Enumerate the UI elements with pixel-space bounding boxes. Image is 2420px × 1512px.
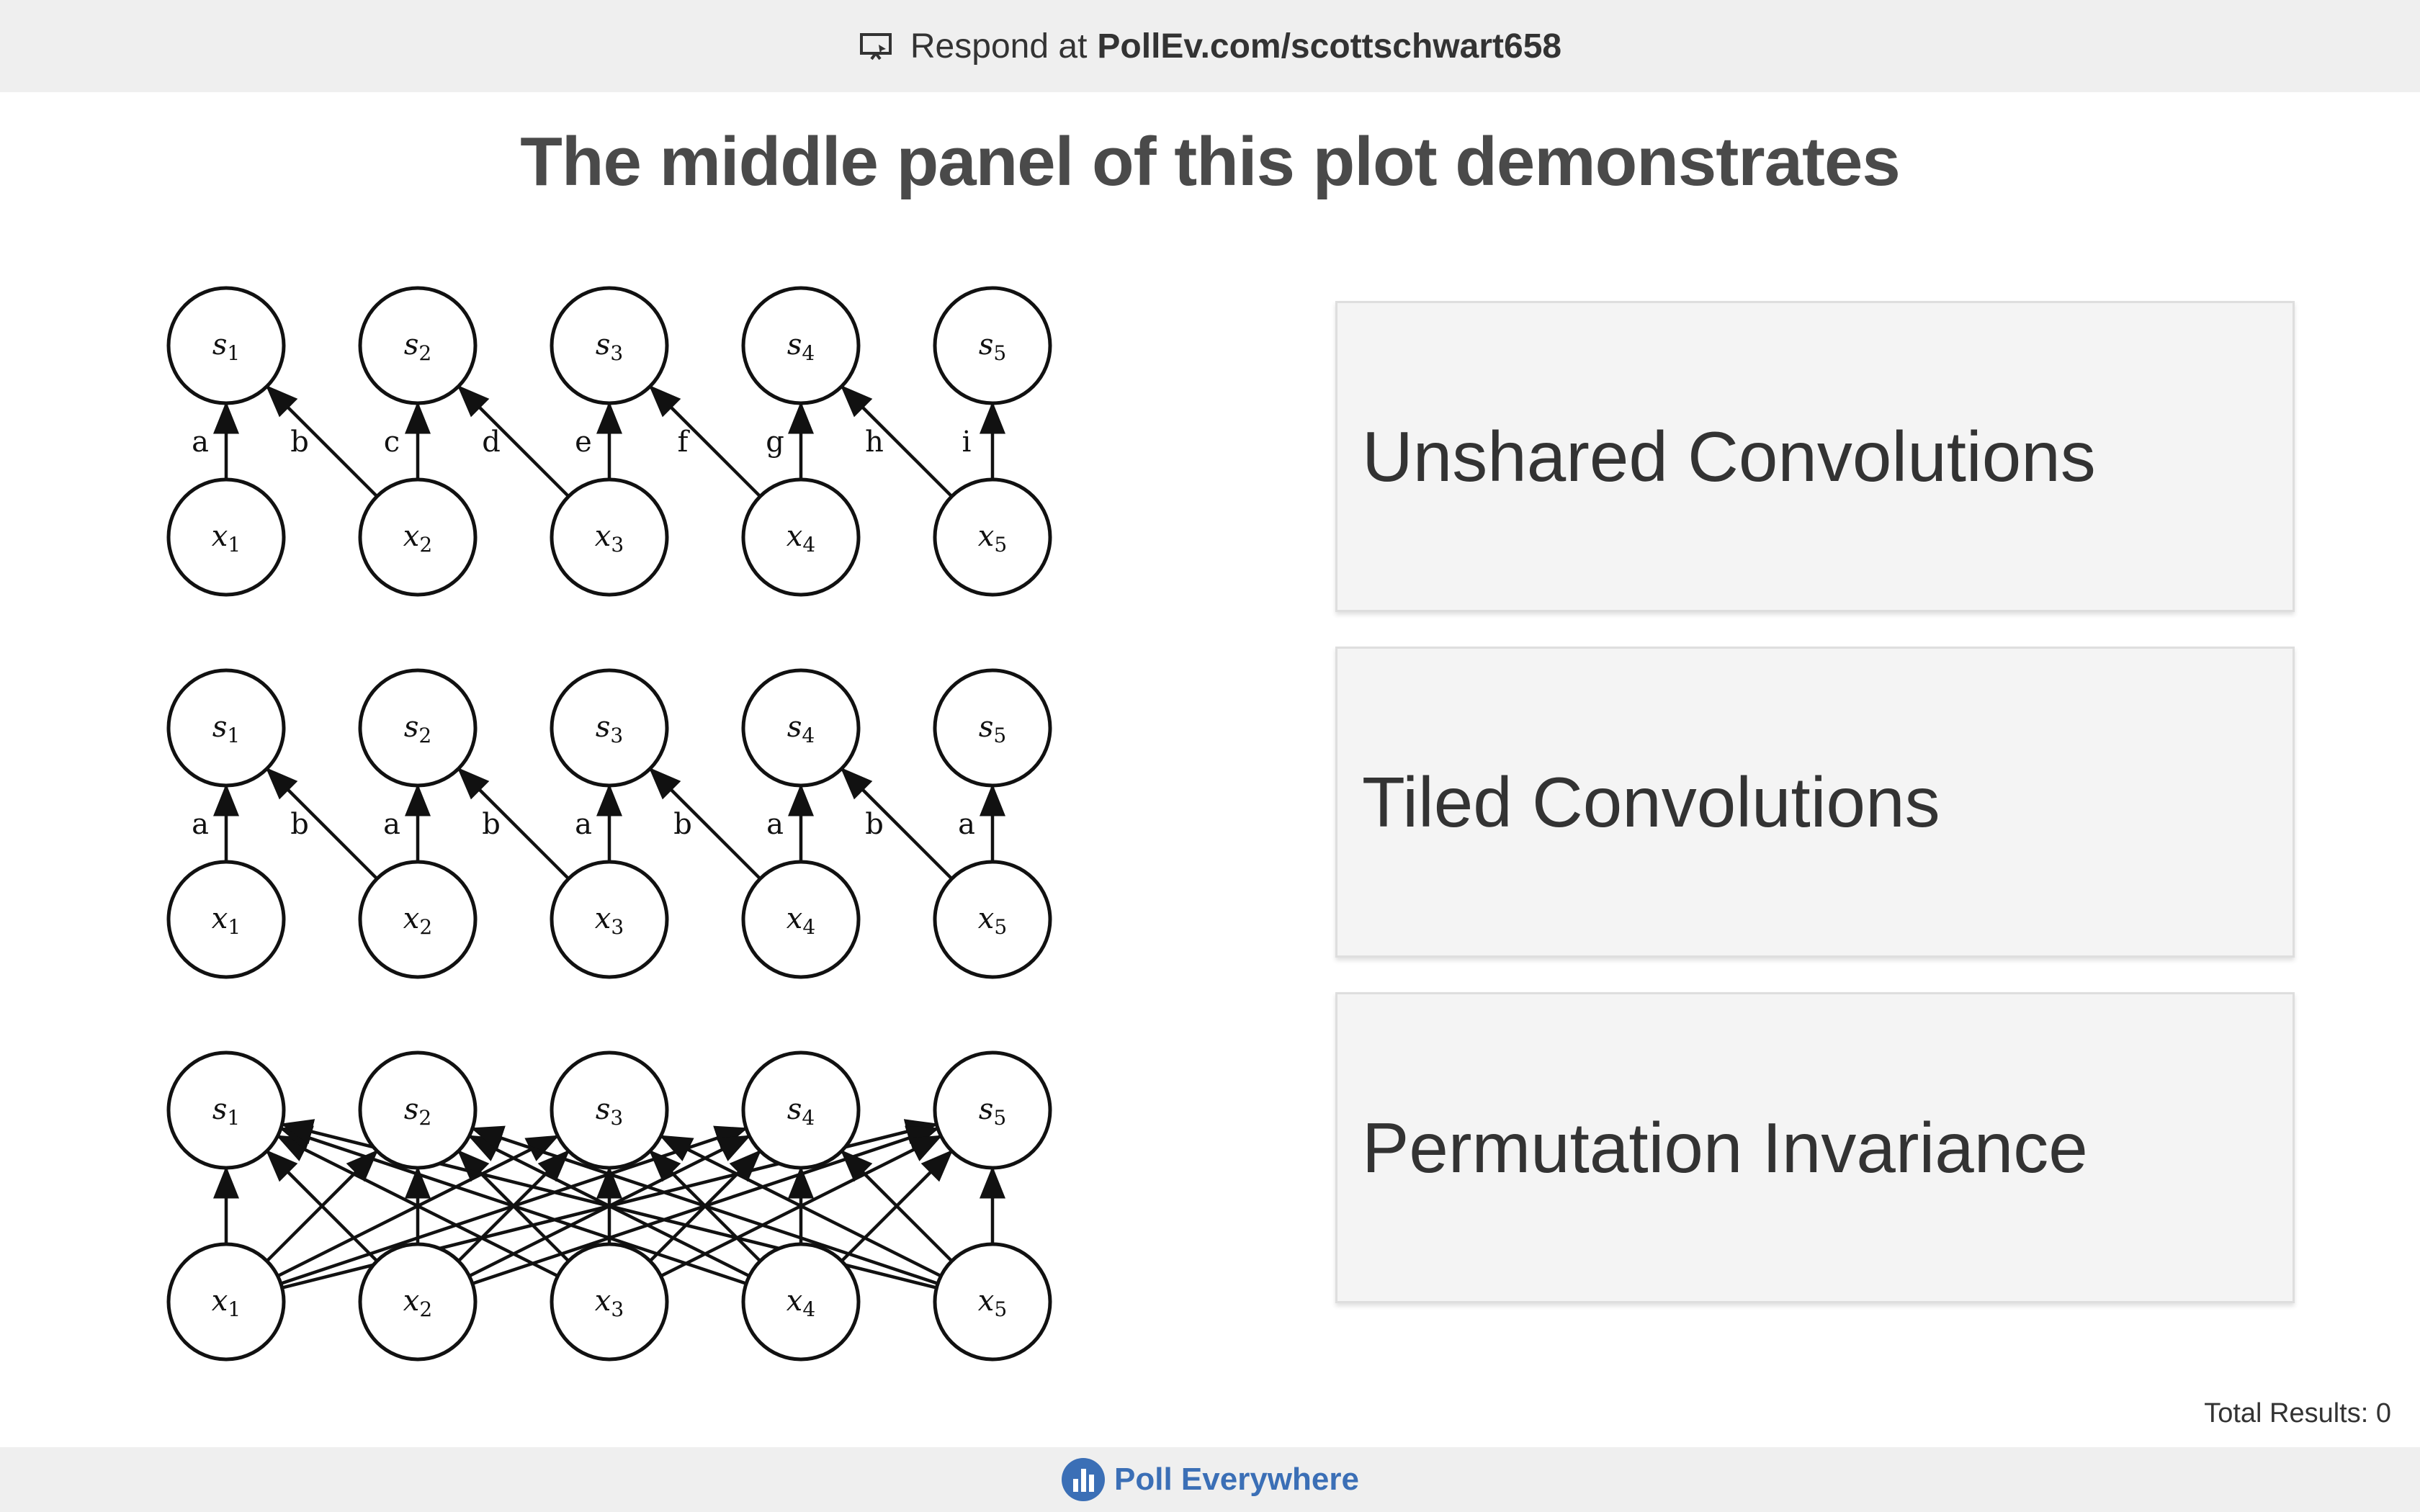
- edge-tiled-x3-s2: [457, 767, 570, 881]
- node-tiled-s2: [358, 668, 478, 788]
- edge-unshared-x2-s1: [265, 384, 379, 498]
- node-full-s4: [741, 1050, 861, 1170]
- node-unshared-s1: [166, 286, 286, 405]
- choice-permutation-invariance[interactable]: Permutation Invariance: [1335, 992, 2295, 1303]
- node-full-x4: [741, 1242, 861, 1362]
- node-full-x3: [550, 1242, 669, 1362]
- presentation-icon: [859, 33, 892, 60]
- footer-bar: Poll Everywhere: [0, 1447, 2420, 1512]
- weight-label-unshared: f: [678, 426, 691, 459]
- node-unshared-x3: [550, 477, 669, 597]
- node-unshared-x1: [166, 477, 286, 597]
- node-full-s1: [166, 1050, 286, 1170]
- edge-unshared-x4-s3: [648, 384, 762, 498]
- top-bar: Respond at PollEv.com/scottschwart658: [0, 0, 2420, 92]
- edge-tiled-x2-s1: [265, 767, 379, 881]
- question-title: The middle panel of this plot demonstrat…: [520, 123, 1901, 200]
- weight-label-tiled: a: [192, 808, 209, 841]
- node-full-x2: [358, 1242, 478, 1362]
- edge-full-x5-s4: [840, 1149, 954, 1263]
- weight-label-unshared: h: [865, 426, 884, 459]
- node-unshared-x4: [741, 477, 861, 597]
- node-unshared-s2: [358, 286, 478, 405]
- weight-label-tiled: a: [958, 808, 975, 841]
- choice-unshared-convolutions[interactable]: Unshared Convolutions: [1335, 301, 2295, 612]
- poll-url-link[interactable]: PollEv.com/scottschwart658: [1097, 27, 1562, 66]
- respond-instruction: Respond at PollEv.com/scottschwart658: [859, 27, 1561, 66]
- edge-full-x4-s1: [279, 1125, 747, 1285]
- edge-unshared-x3-s2: [457, 384, 570, 498]
- node-tiled-x1-label: x1: [212, 902, 241, 939]
- node-tiled-x2: [358, 860, 478, 979]
- brand-name: Poll Everywhere: [1114, 1462, 1359, 1497]
- edge-full-x5-s3: [659, 1135, 942, 1278]
- choice-tiled-convolutions[interactable]: Tiled Convolutions: [1335, 647, 2295, 958]
- node-tiled-s1: [166, 668, 286, 788]
- weight-label-tiled: a: [766, 808, 784, 841]
- weight-label-tiled: a: [383, 808, 400, 841]
- edge-full-x2-s1: [265, 1149, 379, 1263]
- node-unshared-s4: [741, 286, 861, 405]
- node-tiled-x2-label: x2: [403, 902, 432, 939]
- respond-prefix-text: Respond at: [910, 27, 1088, 66]
- node-tiled-x1: [166, 860, 286, 979]
- node-full-s5: [933, 1050, 1052, 1170]
- weight-label-unshared: c: [384, 426, 400, 459]
- weight-label-tiled: b: [290, 808, 309, 841]
- weight-label-tiled: a: [575, 808, 592, 841]
- node-unshared-s3: [550, 286, 669, 405]
- poll-everywhere-brand[interactable]: Poll Everywhere: [1061, 1457, 1359, 1502]
- node-full-x1: [166, 1242, 286, 1362]
- weight-label-tiled: b: [673, 808, 692, 841]
- node-unshared-x5: [933, 477, 1052, 597]
- weight-label-unshared: a: [192, 426, 209, 459]
- node-full-s5-label: s5: [979, 1093, 1006, 1130]
- edge-tiled-x5-s4: [840, 767, 954, 881]
- node-full-x2-label: x2: [403, 1284, 432, 1321]
- node-unshared-x2: [358, 477, 478, 597]
- weight-label-tiled: b: [865, 808, 884, 841]
- node-tiled-s4: [741, 668, 861, 788]
- edge-tiled-x4-s3: [648, 767, 762, 881]
- weight-label-unshared: d: [482, 426, 501, 459]
- edge-full-x3-s1: [276, 1135, 559, 1278]
- node-full-s3-label: s3: [596, 1093, 623, 1130]
- node-full-x5: [933, 1242, 1052, 1362]
- edge-unshared-x5-s4: [840, 384, 954, 498]
- node-tiled-s5: [933, 668, 1052, 788]
- node-tiled-x3: [550, 860, 669, 979]
- node-unshared-s5: [933, 286, 1052, 405]
- node-unshared-x3-label: x3: [595, 520, 624, 557]
- weight-label-unshared: e: [575, 426, 592, 459]
- node-tiled-x4-label: x4: [786, 902, 815, 939]
- weight-label-unshared: i: [962, 426, 972, 459]
- node-tiled-s3: [550, 668, 669, 788]
- node-tiled-x4: [741, 860, 861, 979]
- total-results: Total Results: 0: [2204, 1398, 2391, 1428]
- node-tiled-x5: [933, 860, 1052, 979]
- weight-label-unshared: g: [766, 426, 784, 459]
- weight-label-tiled: b: [482, 808, 501, 841]
- node-full-s3: [550, 1050, 669, 1170]
- edge-full-x5-s2: [470, 1125, 938, 1285]
- poll-everywhere-logo-icon: [1062, 1458, 1106, 1501]
- node-full-s2: [358, 1050, 478, 1170]
- node-tiled-x3-label: x3: [595, 902, 624, 939]
- weight-label-unshared: b: [290, 426, 309, 459]
